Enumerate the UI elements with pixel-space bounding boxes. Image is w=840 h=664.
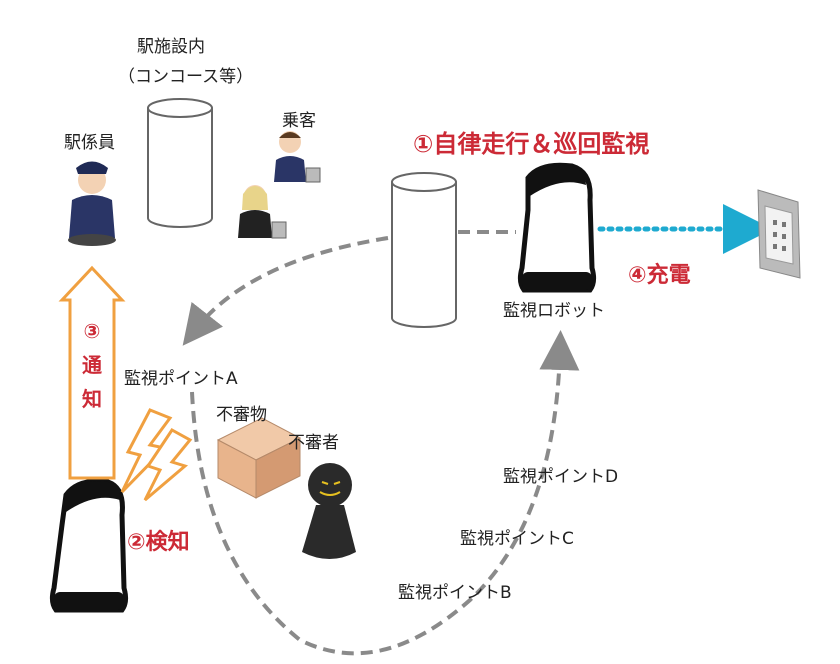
staff-label: 駅係員 (64, 133, 115, 153)
facility-sub-label: （コンコース等） (118, 67, 254, 87)
step2-label: ②検知 (127, 530, 190, 555)
passengers-label: 乗客 (282, 111, 316, 131)
robot-icon (517, 162, 597, 293)
monitoring-point-c: 監視ポイントC (460, 529, 574, 549)
alert-lightning-icon (120, 408, 193, 502)
passenger-icon (238, 185, 287, 239)
wall-outlet-icon (757, 189, 801, 279)
step3-char1: 通 (82, 353, 102, 377)
step3-number: ③ (83, 319, 101, 343)
pillar-left (147, 98, 213, 228)
patrol-path-loop (190, 330, 580, 656)
facility-label: 駅施設内 (137, 37, 205, 57)
notify-arrow (58, 265, 126, 480)
step1-label: ①自律走行＆巡回監視 (413, 130, 650, 158)
monitoring-point-b: 監視ポイントB (398, 583, 512, 603)
pillar-right (391, 172, 457, 328)
suspicious-person-icon (302, 463, 356, 559)
suspicious-person-label: 不審者 (288, 433, 339, 453)
step3-label: ③ 通 知 (77, 314, 107, 416)
suspicious-box-icon (216, 417, 302, 499)
robot-icon-detecting (49, 478, 129, 613)
suspicious-object-label: 不審物 (216, 405, 267, 425)
monitoring-point-d: 監視ポイントD (503, 467, 619, 487)
patrol-path-to-point-a (182, 236, 389, 346)
monitoring-point-a: 監視ポイントA (124, 369, 238, 389)
step4-label: ④充電 (628, 263, 691, 288)
passenger-icon (274, 131, 321, 183)
station-staff-icon (68, 161, 116, 246)
robot-label: 監視ロボット (503, 301, 605, 321)
step3-char2: 知 (82, 387, 102, 411)
